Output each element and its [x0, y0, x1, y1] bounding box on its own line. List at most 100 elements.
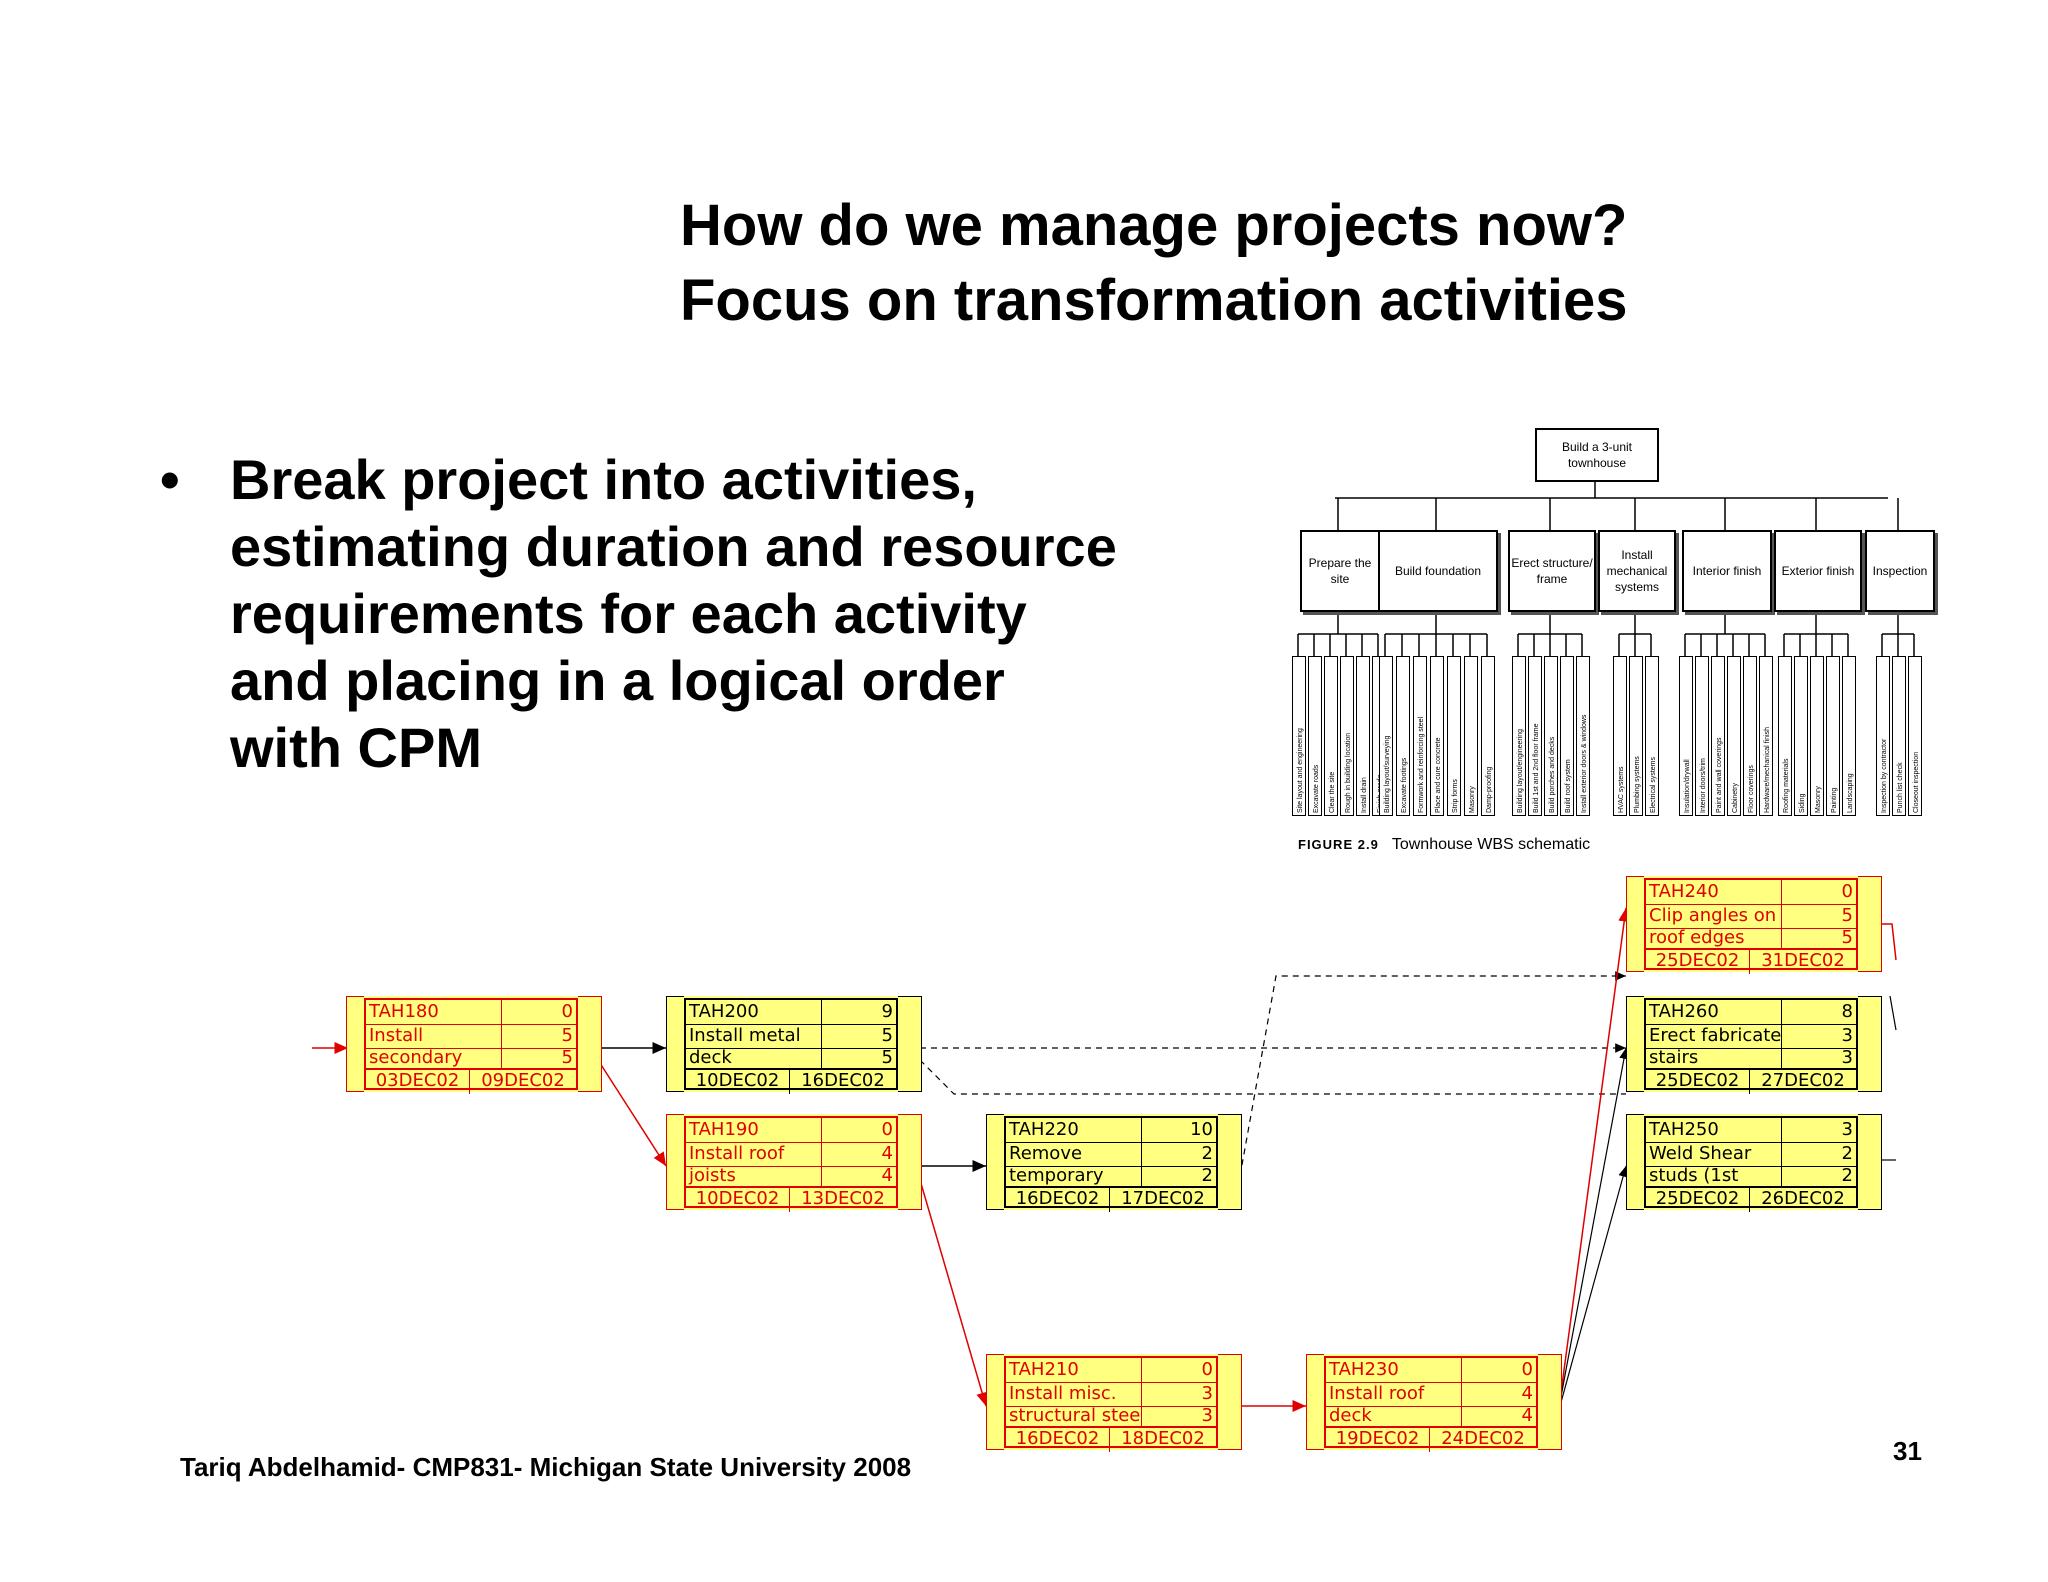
wbs-task-box: Electrical systems: [1645, 656, 1659, 816]
activity-remaining: 4: [881, 1165, 893, 1186]
arrow-out-240: [1880, 923, 1897, 961]
activity-desc-2: joists: [686, 1164, 822, 1188]
wbs-task-box: Excavate footings: [1396, 656, 1410, 816]
wbs-caption-label: FIGURE 2.9: [1298, 837, 1379, 852]
activity-id: TAH200: [686, 1000, 822, 1024]
node-row-desc1: Install 5: [366, 1024, 576, 1049]
node-edge: [986, 1114, 1004, 1210]
node-edge: [1626, 1114, 1644, 1210]
wbs-category-box: Install mechanical systems: [1598, 530, 1676, 612]
activity-desc: Install roof: [686, 1142, 822, 1166]
node-edge: [898, 1114, 922, 1210]
node-edge: [1858, 996, 1882, 1092]
node-edge: [1626, 876, 1644, 972]
wbs-task-box: Paint and wall coverings: [1711, 656, 1725, 816]
wbs-root-box: Build a 3-unit townhouse: [1535, 428, 1659, 482]
activity-duration: 5: [881, 1025, 893, 1046]
activity-duration: 5: [561, 1025, 573, 1046]
activity-remaining: 5: [561, 1047, 573, 1068]
activity-start: 16DEC02: [1006, 1188, 1110, 1212]
wbs-task-box: Build 1st and 2nd floor frame: [1528, 656, 1542, 816]
activity-start: 25DEC02: [1646, 1188, 1750, 1212]
activity-remaining: 2: [1841, 1165, 1853, 1186]
wbs-connectors: [1297, 480, 1915, 656]
node-edge: [1306, 1354, 1324, 1450]
node-edge: [666, 1114, 684, 1210]
wbs-task-box: Install drain: [1356, 656, 1370, 816]
activity-finish: 31DEC02: [1761, 950, 1845, 971]
activity-desc-2: deck: [686, 1046, 822, 1070]
node-edge: [1538, 1354, 1562, 1450]
wbs-task-box: Landscaping: [1842, 656, 1856, 816]
activity-finish: 17DEC02: [1121, 1188, 1205, 1209]
wbs-task-box: Site layout and engineering: [1292, 656, 1306, 816]
node-row-desc2: temporary 2: [1006, 1164, 1216, 1188]
bullet-line: with CPM: [230, 716, 482, 779]
wbs-caption: FIGURE 2.9 Townhouse WBS schematic: [1298, 836, 1590, 854]
activity-finish: 24DEC02: [1441, 1428, 1525, 1449]
node-edge: [578, 996, 602, 1092]
activity-desc-2: studs (1st: [1646, 1164, 1782, 1188]
activity-float: 8: [1841, 1001, 1853, 1022]
activity-desc-2: roof edges: [1646, 926, 1782, 950]
activity-float: 0: [1201, 1359, 1213, 1380]
wbs-figure: Build a 3-unit townhouse Prepare the sit…: [1290, 420, 1935, 860]
activity-remaining: 5: [881, 1047, 893, 1068]
bullet-line: and placing in a logical order: [230, 649, 1005, 712]
wbs-task-box: Masonry: [1464, 656, 1478, 816]
arrow-out-260: [1889, 995, 1897, 1031]
activity-start: 10DEC02: [686, 1070, 790, 1094]
activity-remaining: 5: [1841, 927, 1853, 948]
activity-desc-2: temporary: [1006, 1164, 1142, 1188]
activity-desc: Install: [366, 1024, 502, 1048]
activity-id: TAH180: [366, 1000, 502, 1024]
title-line-2: Focus on transformation activities: [680, 268, 1628, 333]
node-row-desc2: roof edges 5: [1646, 926, 1856, 950]
activity-duration: 2: [1841, 1143, 1853, 1164]
node-edge: [986, 1354, 1004, 1450]
activity-desc: Remove: [1006, 1142, 1142, 1166]
activity-desc-2: secondary: [366, 1046, 502, 1070]
arrow-200-250-dashed: [919, 1059, 1626, 1095]
activity-remaining: 4: [1521, 1405, 1533, 1426]
activity-duration: 4: [1521, 1383, 1533, 1404]
wbs-task-box: Formwork and reinforcing steel: [1413, 656, 1427, 816]
activity-float: 3: [1841, 1119, 1853, 1140]
wbs-task-box: Building layout/engineering: [1512, 656, 1526, 816]
node-edge: [666, 996, 684, 1092]
wbs-task-box: Floor coverings: [1743, 656, 1757, 816]
activity-duration: 3: [1201, 1383, 1213, 1404]
wbs-category-box: Inspection: [1865, 530, 1935, 612]
footer-text: Tariq Abdelhamid- CMP831- Michigan State…: [180, 1452, 912, 1482]
activity-float: 0: [561, 1001, 573, 1022]
activity-start: 10DEC02: [686, 1188, 790, 1212]
activity-finish: 16DEC02: [801, 1070, 885, 1091]
node-row-dates: 10DEC02 16DEC02: [686, 1068, 896, 1094]
bullet-line: estimating duration and resource: [230, 515, 1117, 578]
wbs-task-box: Inspection by contractor: [1876, 656, 1890, 816]
activity-remaining: 2: [1201, 1165, 1213, 1186]
wbs-task-box: Place and cure concrete: [1430, 656, 1444, 816]
wbs-task-box: Interior doors/trim: [1695, 656, 1709, 816]
